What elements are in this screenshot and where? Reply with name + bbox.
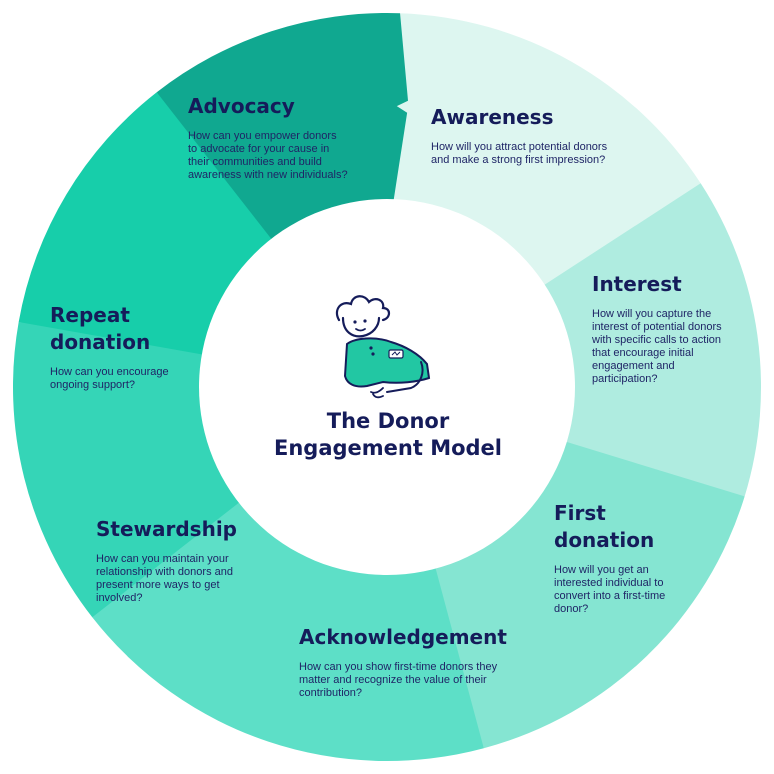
stage-title: Stewardship	[96, 517, 237, 541]
stage-interest: Interest How will you capture the intere…	[592, 271, 740, 386]
stage-title-line-1: Repeat	[50, 303, 130, 327]
segment-advocacy	[156, 12, 409, 241]
stage-description: How will you get an interested individua…	[554, 564, 666, 615]
stage-description: How will you capture the interest of pot…	[592, 308, 722, 385]
segment-first-donation	[435, 441, 745, 749]
stage-advocacy: Advocacy How can you empower donors to a…	[188, 93, 358, 182]
mascot-icon	[335, 295, 431, 399]
model-title-line-2: Engagement Model	[274, 436, 502, 460]
stage-description: How can you empower donors to advocate f…	[188, 130, 348, 181]
stage-description: How will you attract potential donors an…	[431, 141, 608, 166]
stage-title: Interest	[592, 272, 682, 296]
center-circle	[199, 199, 575, 575]
segment-interest	[542, 183, 761, 497]
stage-title-line-1: First	[554, 501, 606, 525]
stage-title: Acknowledgement	[299, 625, 507, 649]
model-title: The Donor Engagement Model	[238, 408, 538, 462]
stage-repeat-donation: Repeat donation How can you encourage on…	[50, 302, 200, 392]
stage-title: First donation	[554, 500, 704, 554]
stage-acknowledgement: Acknowledgement How can you show first-t…	[299, 624, 529, 700]
model-title-line-1: The Donor	[326, 409, 450, 433]
segment-awareness	[393, 13, 701, 286]
stage-title-line-2: donation	[50, 330, 151, 354]
stage-description: How can you encourage ongoing support?	[50, 366, 169, 391]
segment-acknowledgement	[92, 501, 484, 762]
stage-description: How can you show first-time donors they …	[299, 661, 498, 699]
stage-title: Advocacy	[188, 94, 295, 118]
stage-description: How can you maintain your relationship w…	[96, 553, 233, 604]
stage-stewardship: Stewardship How can you maintain your re…	[96, 516, 276, 605]
stage-title-line-2: donation	[554, 528, 655, 552]
stage-first-donation: First donation How will you get an inter…	[554, 500, 704, 616]
stage-awareness: Awareness How will you attract potential…	[431, 104, 621, 167]
stage-title: Repeat donation	[50, 302, 200, 356]
segment-stewardship	[12, 322, 241, 618]
stage-title: Awareness	[431, 105, 554, 129]
